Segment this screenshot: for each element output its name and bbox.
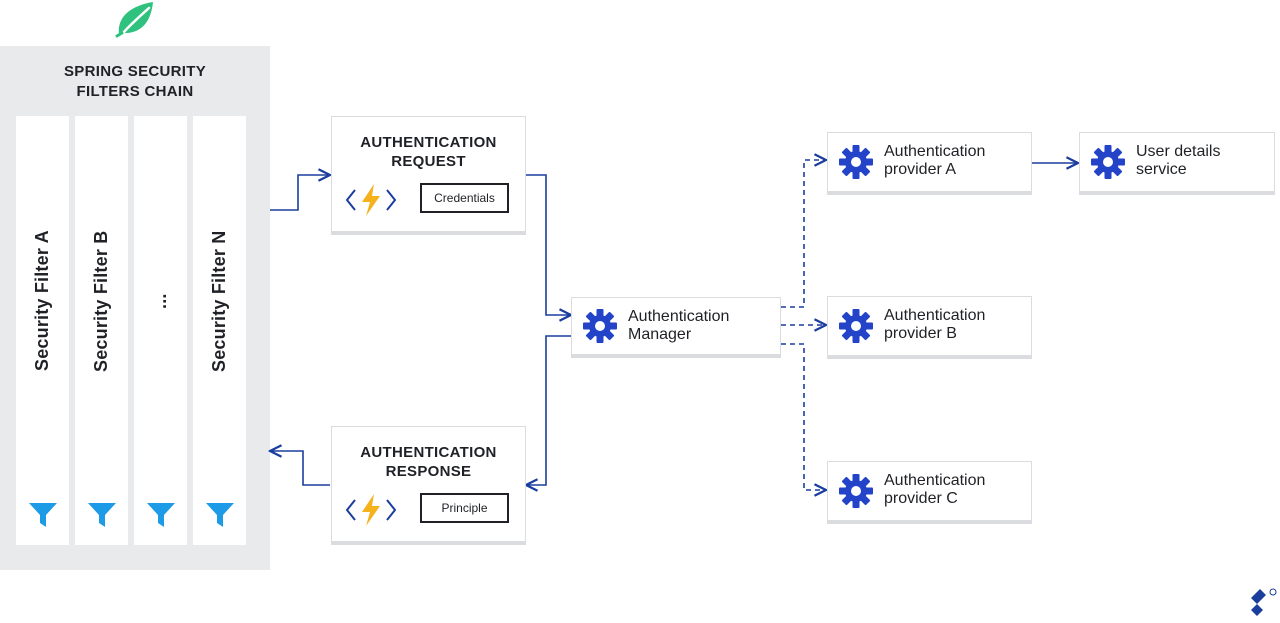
arrow-response-to-chain: [270, 451, 330, 486]
manager-label-line2: Manager: [628, 326, 692, 343]
provider-a-label: Authentication provider A: [884, 143, 985, 179]
credentials-tag: Credentials: [420, 183, 509, 213]
provider-b-label: Authentication provider B: [884, 307, 985, 343]
provider-b-line2: provider B: [884, 325, 957, 342]
gear-icon: [839, 145, 873, 179]
filters-chain-panel: SPRING SECURITY FILTERS CHAIN Security F…: [0, 46, 270, 570]
security-filter-a: Security Filter A: [16, 116, 69, 545]
authentication-provider-a-box: Authentication provider A: [827, 132, 1032, 195]
principle-tag: Principle: [420, 493, 509, 523]
request-title-line1: AUTHENTICATION: [360, 134, 497, 151]
funnel-icon: [29, 503, 57, 527]
provider-c-label: Authentication provider C: [884, 472, 985, 508]
request-title: AUTHENTICATION REQUEST: [332, 133, 525, 171]
response-title-line1: AUTHENTICATION: [360, 444, 497, 461]
dashed-arrow-to-provider-c: [781, 343, 826, 490]
manager-label-line1: Authentication: [628, 308, 730, 325]
gear-icon: [839, 309, 873, 343]
security-filter-ellipsis: ...: [134, 116, 187, 545]
security-filter-b: Security Filter B: [75, 116, 128, 545]
response-title: AUTHENTICATION RESPONSE: [332, 443, 525, 481]
security-filter-n: Security Filter N: [193, 116, 246, 545]
spring-leaf-icon: [115, 2, 153, 38]
chain-title: SPRING SECURITY FILTERS CHAIN: [0, 62, 270, 102]
code-bolt-icon: [345, 184, 397, 216]
user-details-label: User details service: [1136, 143, 1220, 179]
authentication-provider-c-box: Authentication provider C: [827, 461, 1032, 524]
user-details-line2: service: [1136, 161, 1187, 178]
provider-a-line2: provider A: [884, 161, 957, 178]
authentication-provider-b-box: Authentication provider B: [827, 296, 1032, 359]
toptal-logo-icon: [1251, 588, 1277, 616]
funnel-icon: [206, 503, 234, 527]
authentication-manager-box: Authentication Manager: [571, 297, 781, 358]
gear-icon: [583, 309, 617, 343]
arrow-manager-to-response: [526, 335, 571, 485]
chain-title-line2: FILTERS CHAIN: [76, 83, 194, 100]
dashed-arrow-to-provider-a: [781, 160, 826, 308]
manager-label: Authentication Manager: [628, 308, 729, 344]
provider-c-line1: Authentication: [884, 472, 986, 489]
funnel-icon: [88, 503, 116, 527]
provider-b-line1: Authentication: [884, 307, 986, 324]
provider-c-line2: provider C: [884, 490, 958, 507]
code-bolt-icon: [345, 494, 397, 526]
gear-icon: [839, 474, 873, 508]
chain-title-line1: SPRING SECURITY: [63, 63, 207, 80]
response-title-line2: RESPONSE: [385, 463, 472, 480]
authentication-request-box: AUTHENTICATION REQUEST Credentials: [331, 116, 526, 235]
provider-a-line1: Authentication: [884, 143, 986, 160]
user-details-line1: User details: [1136, 143, 1221, 160]
user-details-service-box: User details service: [1079, 132, 1275, 195]
arrow-request-to-manager: [525, 174, 571, 315]
arrow-chain-to-request: [270, 175, 330, 211]
request-title-line2: REQUEST: [391, 153, 466, 170]
funnel-icon: [147, 503, 175, 527]
authentication-response-box: AUTHENTICATION RESPONSE Principle: [331, 426, 526, 545]
gear-icon: [1091, 145, 1125, 179]
